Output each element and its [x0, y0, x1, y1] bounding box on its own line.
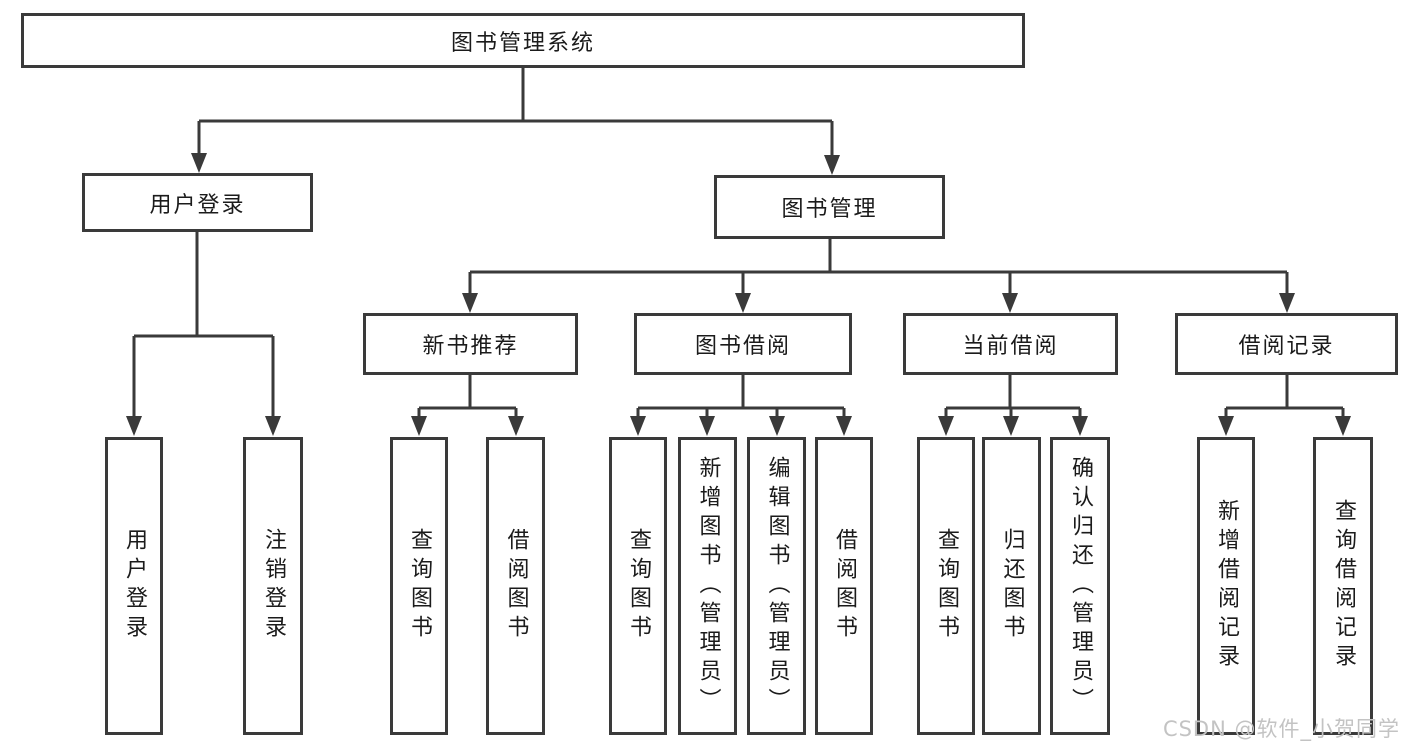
node-label: 图书借阅: [694, 334, 791, 359]
node-label: 当前借阅: [962, 334, 1059, 359]
leaf-add-borrow-record: 新增借阅记录: [1197, 437, 1255, 735]
node-label: 归还图书: [999, 528, 1025, 644]
leaf-edit-book-admin: 编辑图书（管理员）: [747, 437, 806, 735]
leaf-query-borrow-record: 查询借阅记录: [1313, 437, 1373, 735]
leaf-query-books-borrowing: 查询图书: [609, 437, 667, 735]
node-label: 确认归还（管理员）: [1068, 455, 1093, 717]
leaf-logout: 注销登录: [243, 437, 303, 735]
leaf-borrow-books-recommendation: 借阅图书: [486, 437, 545, 735]
node-book-borrowing: 图书借阅: [634, 313, 852, 375]
leaf-query-books-recommendation: 查询图书: [390, 437, 448, 735]
node-label: 新增图书（管理员）: [695, 455, 721, 717]
node-library-management-system: 图书管理系统: [21, 13, 1025, 68]
node-label: 图书管理: [781, 197, 878, 222]
node-new-book-recommendation: 新书推荐: [363, 313, 578, 375]
node-label: 新增借阅记录: [1214, 499, 1239, 673]
node-label: 借阅图书: [832, 528, 857, 644]
node-label: 编辑图书（管理员）: [764, 455, 790, 717]
leaf-return-books: 归还图书: [982, 437, 1041, 735]
node-label: 用户登录: [122, 528, 147, 644]
node-label: 图书管理系统: [450, 30, 595, 56]
node-label: 注销登录: [261, 528, 286, 644]
leaf-add-book-admin: 新增图书（管理员）: [678, 437, 737, 735]
node-book-management: 图书管理: [714, 175, 945, 239]
node-label: 借阅图书: [503, 528, 529, 644]
csdn-watermark: CSDN @软件_小贺同学: [1162, 717, 1400, 741]
node-borrowing-records: 借阅记录: [1175, 313, 1398, 375]
leaf-borrow-books: 借阅图书: [815, 437, 873, 735]
node-label: 查询图书: [626, 528, 651, 644]
node-label: 查询图书: [934, 528, 959, 644]
node-label: 查询借阅记录: [1331, 499, 1356, 673]
node-user-login: 用户登录: [82, 173, 313, 232]
node-label: 用户登录: [149, 192, 246, 218]
node-current-borrowing: 当前借阅: [903, 313, 1118, 375]
node-label: 新书推荐: [422, 334, 519, 359]
leaf-query-books-current: 查询图书: [917, 437, 975, 735]
leaf-user-login: 用户登录: [105, 437, 163, 735]
leaf-confirm-return-admin: 确认归还（管理员）: [1050, 437, 1110, 735]
node-label: 查询图书: [407, 528, 432, 644]
node-label: 借阅记录: [1238, 334, 1335, 359]
